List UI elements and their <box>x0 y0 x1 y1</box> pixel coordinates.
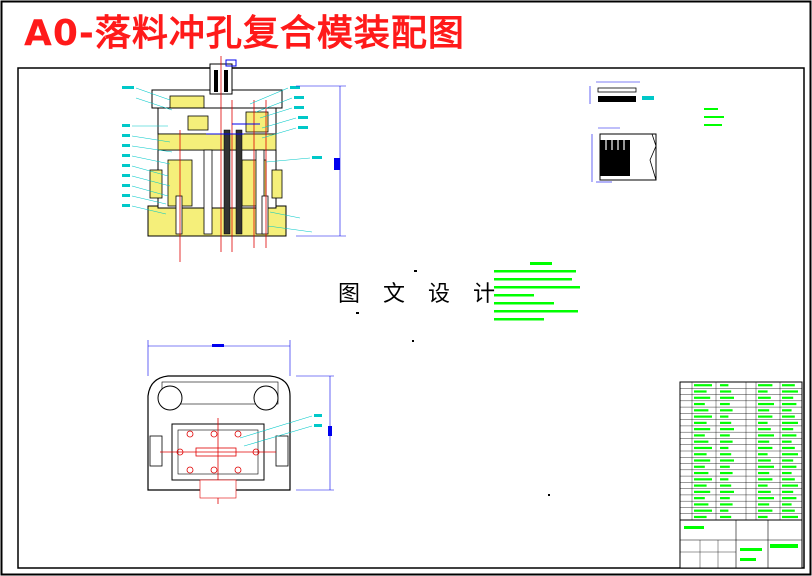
inner-border <box>17 67 805 569</box>
watermark-text: 图 文 设 计 <box>338 282 503 307</box>
bottom-plan-view <box>147 340 334 504</box>
bill-of-materials-and-title-block <box>679 381 803 569</box>
drawing-title: A0-落料冲孔复合模装配图 <box>24 13 465 54</box>
technical-requirements-notes <box>494 262 580 321</box>
front-section-view <box>122 56 346 262</box>
part-detail-views <box>589 81 724 183</box>
